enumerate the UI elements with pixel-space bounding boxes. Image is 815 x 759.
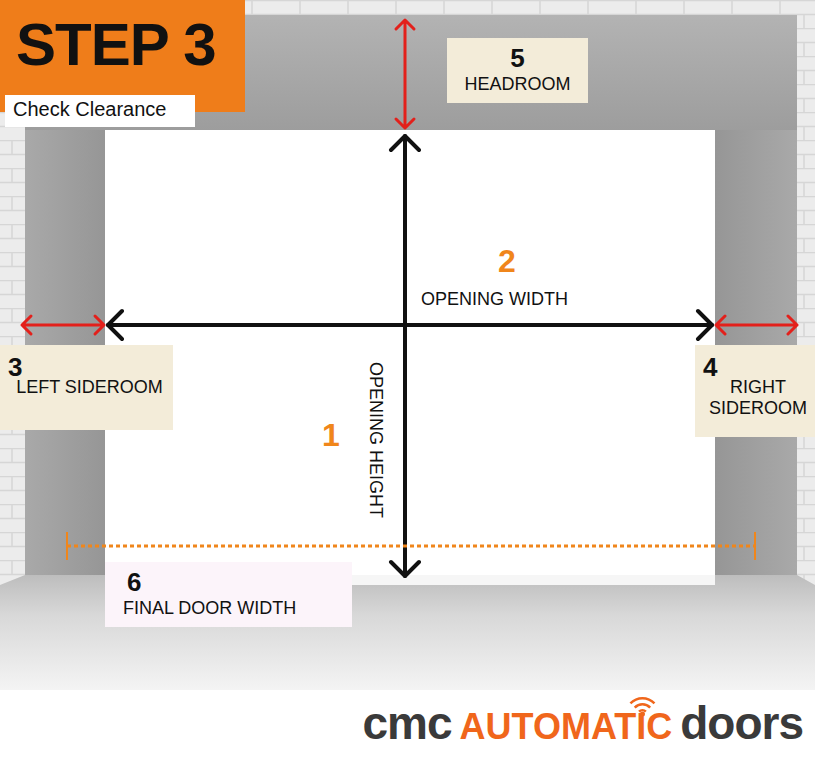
callout-number: 2 xyxy=(498,244,516,279)
wifi-arc xyxy=(630,697,656,704)
box-label: RIGHT SIDEROOM xyxy=(703,377,807,418)
headroom-box: 5HEADROOM xyxy=(447,38,588,103)
left-sideroom-box: 3LEFT SIDEROOM xyxy=(0,345,173,430)
height-heads xyxy=(391,136,419,576)
callout-number: 6 xyxy=(127,568,334,598)
box-label: STEP 3 xyxy=(16,10,229,79)
brick-wall xyxy=(0,0,815,690)
final-width-line xyxy=(67,532,755,560)
logo-text: doors xyxy=(680,700,803,746)
right-sideroom-arrow xyxy=(716,316,797,334)
height-line xyxy=(403,136,407,576)
logo-text: AUTOMATIC xyxy=(460,709,673,745)
footer-band xyxy=(0,690,815,759)
callout-number: 1 xyxy=(322,418,340,453)
right-sideroom-box: 4RIGHT SIDEROOM xyxy=(695,345,815,437)
box-label: FINAL DOOR WIDTH xyxy=(123,598,334,619)
width-line xyxy=(108,323,712,327)
subtitle-box: Check Clearance xyxy=(5,95,195,127)
logo-text: cmc xyxy=(362,700,451,746)
final-width-box: 6FINAL DOOR WIDTH xyxy=(105,562,352,627)
headroom-arrow xyxy=(396,20,414,128)
width-heads xyxy=(108,311,712,339)
left-sideroom-arrow xyxy=(22,316,104,334)
wifi-arc xyxy=(634,703,651,708)
box-label: Check Clearance xyxy=(13,98,187,121)
dimension-label: OPENING HEIGHT xyxy=(365,359,385,521)
box-label: LEFT SIDEROOM xyxy=(8,377,165,398)
dimension-label: OPENING WIDTH xyxy=(421,290,568,310)
door-opening xyxy=(105,130,715,580)
box-label: HEADROOM xyxy=(464,74,570,95)
callout-number: 5 xyxy=(510,44,524,74)
dimension-arrows xyxy=(108,136,712,576)
logo: cmcAUTOMATICdoors xyxy=(362,700,803,746)
